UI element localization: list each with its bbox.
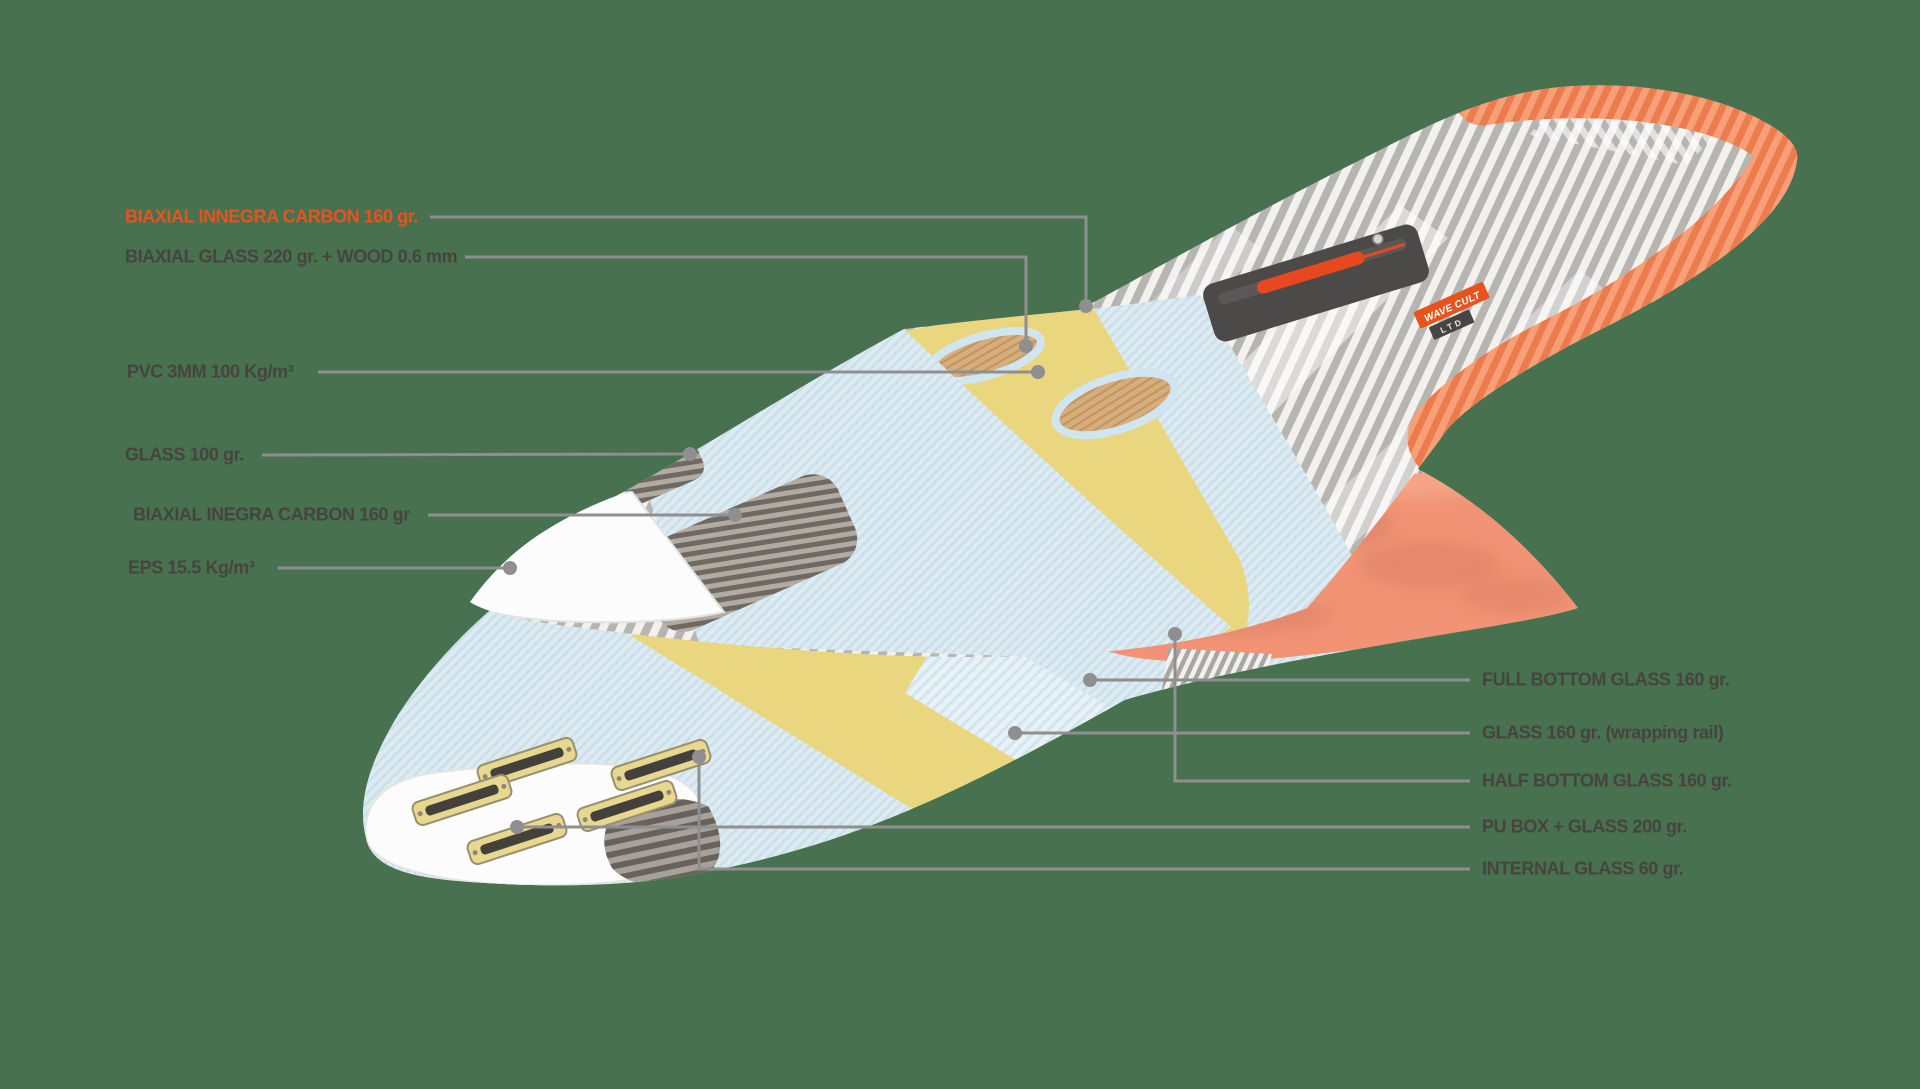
label-full-bottom-glass: FULL BOTTOM GLASS 160 gr. (1482, 669, 1730, 690)
deck-pvc-layer (898, 306, 1250, 650)
ltd-badge (1429, 309, 1475, 340)
leader-line-glass-100 (261, 452, 691, 457)
leader-dot (1079, 299, 1093, 313)
leader-dot (1031, 365, 1045, 379)
mast-track-slot (1256, 251, 1365, 294)
label-internal-glass: INTERNAL GLASS 60 gr. (1482, 858, 1684, 879)
leader-dot (692, 750, 706, 764)
fin-box (411, 773, 513, 827)
tail-carbon-rail-wrap (604, 798, 721, 886)
top-board-illustration: WAVE CULT LTD (470, 85, 1798, 658)
label-biaxial-innegra-carbon: BIAXIAL INNEGRA CARBON 160 gr. (125, 206, 419, 227)
leader-dot (1083, 673, 1097, 687)
leader-line-biaxial-glass-wood (465, 255, 1028, 346)
orange-mottle (1360, 541, 1500, 589)
label-pvc: PVC 3MM 100 Kg/m³ (127, 361, 294, 382)
fin-box (610, 738, 712, 792)
leader-dot (503, 561, 517, 575)
leader-line-internal-glass (697, 757, 1470, 871)
label-glass-100: GLASS 100 gr. (125, 444, 244, 465)
orange-mottle (1460, 577, 1570, 613)
fin-box (576, 779, 678, 833)
label-glass-wrapping-rail: GLASS 160 gr. (wrapping rail) (1482, 722, 1724, 743)
label-half-bottom-glass: HALF BOTTOM GLASS 160 gr. (1482, 770, 1732, 791)
mast-track-screw (1372, 233, 1384, 245)
leader-dot (1168, 627, 1182, 641)
leader-dots (503, 299, 1182, 834)
leader-dot (1008, 726, 1022, 740)
leader-dot (728, 508, 742, 522)
leader-lines (261, 215, 1470, 871)
wood-insert (1051, 368, 1179, 440)
leader-dot (1019, 339, 1033, 353)
leader-line-half-bottom-glass (1173, 634, 1470, 783)
label-biaxial-glass-wood: BIAXIAL GLASS 220 gr. + WOOD 0.6 mm (125, 246, 458, 267)
label-biaxial-inegra-carbon: BIAXIAL INEGRA CARBON 160 gr (133, 504, 410, 525)
label-pu-box-glass: PU BOX + GLASS 200 gr. (1482, 816, 1687, 837)
mast-track (1203, 224, 1429, 342)
leader-line-biaxial-innegra-carbon (430, 215, 1088, 306)
leader-dot (683, 447, 697, 461)
leader-dot (510, 820, 524, 834)
label-eps: EPS 15.5 Kg/m³ (128, 557, 255, 578)
